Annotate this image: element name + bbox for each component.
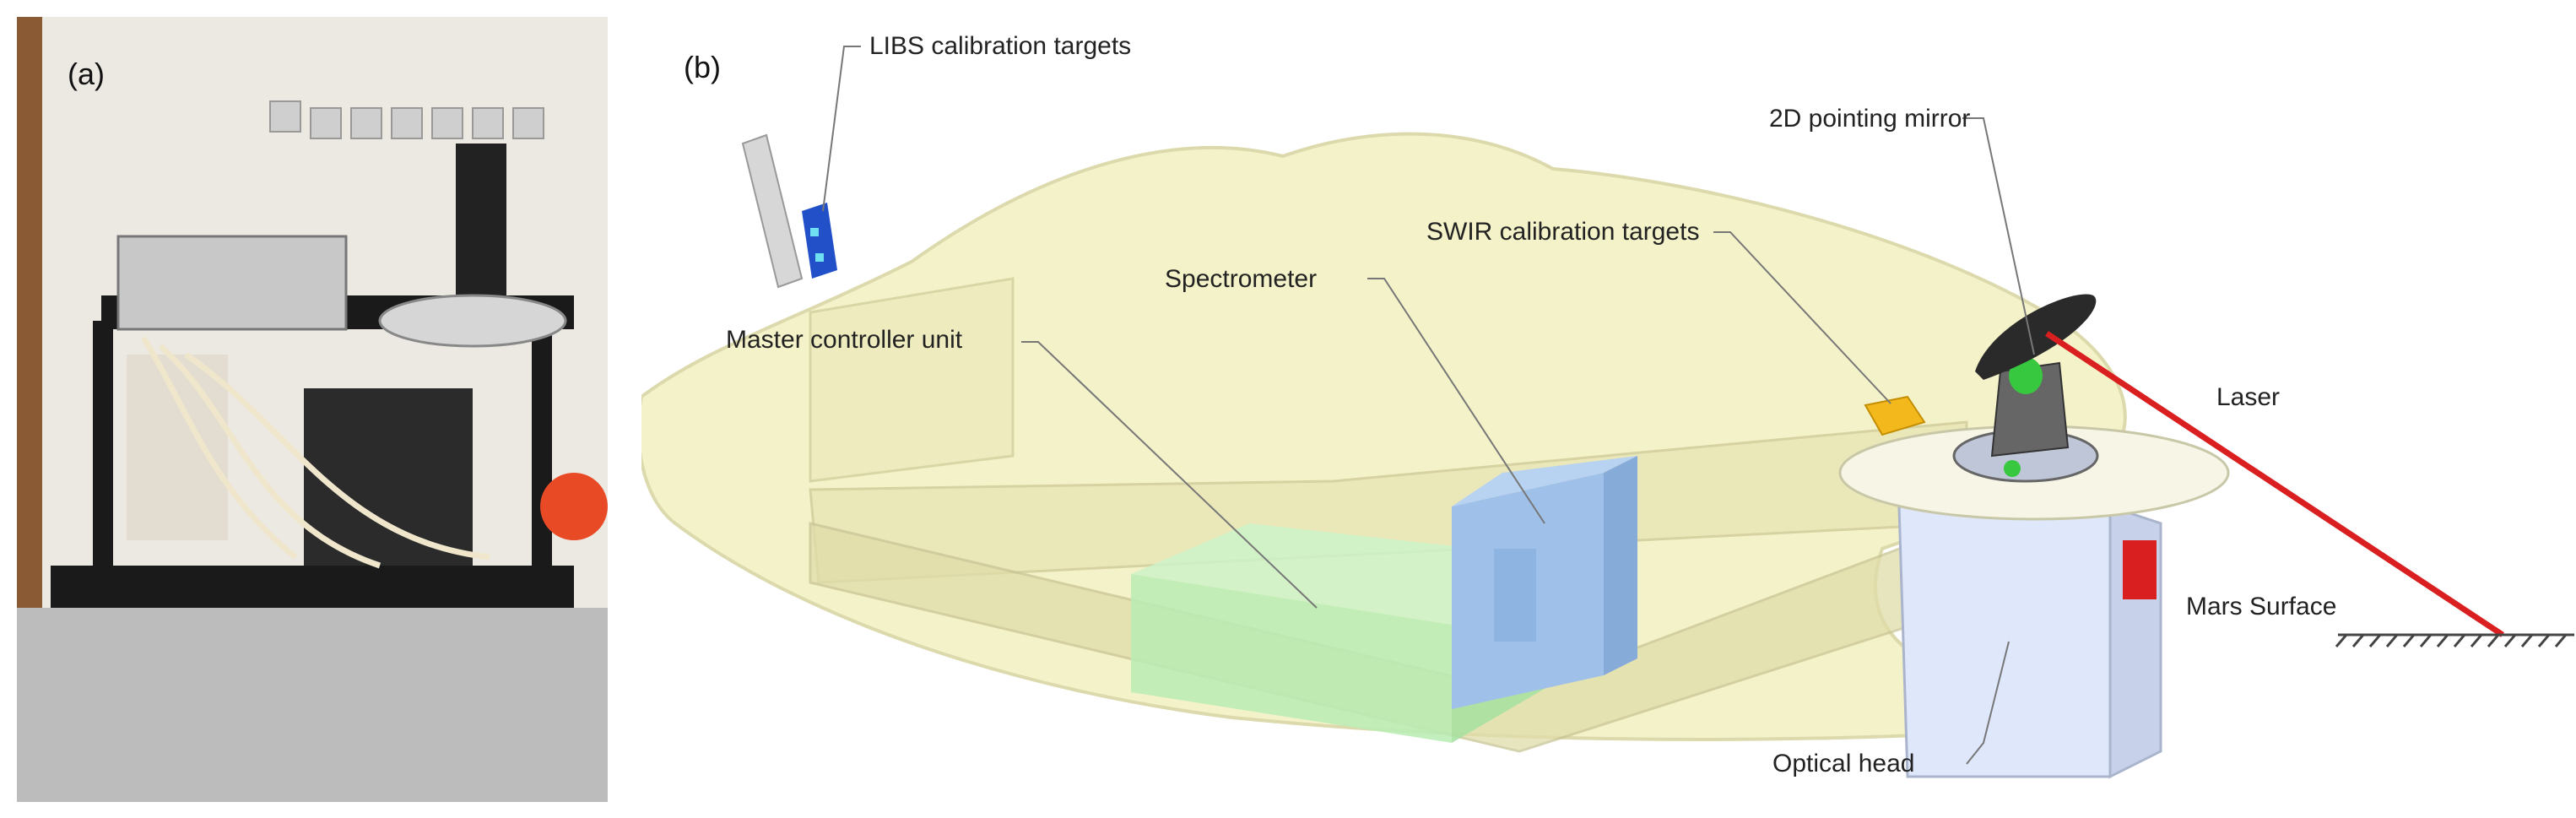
photo-mirror-mount <box>456 144 506 312</box>
housing-box-left <box>809 277 1015 483</box>
leader-master-controller <box>1021 341 1318 609</box>
leader-optical-head <box>1966 641 2010 765</box>
photo-spectrometer-box <box>304 388 473 566</box>
master-controller-unit <box>1131 523 1553 743</box>
optical-head <box>1838 425 2230 779</box>
label-swir-calibration-targets: SWIR calibration targets <box>1426 218 1699 246</box>
wall-switches <box>269 100 544 139</box>
photo-table <box>17 608 608 802</box>
photo-frame-leg-left <box>93 321 113 574</box>
spectrometer-unit <box>1452 456 1637 709</box>
label-spectrometer: Spectrometer <box>1165 265 1317 293</box>
photo-cables <box>141 336 490 569</box>
swir-calibration-target <box>1864 395 1926 436</box>
panel-label-b: (b) <box>684 50 721 84</box>
photo-frame-leg-right <box>532 321 552 574</box>
photo-controller-box <box>116 235 348 331</box>
photo-frame-base <box>51 566 574 608</box>
leader-swir <box>1713 231 1891 404</box>
leader-spectrometer <box>1367 278 1545 524</box>
mars-surface-ground <box>2335 633 2574 647</box>
photo-internal-panel <box>127 355 228 540</box>
pointing-mirror <box>1975 294 2097 458</box>
label-libs-calibration-targets: LIBS calibration targets <box>869 32 1131 60</box>
label-optical-head: Optical head <box>1772 750 1914 777</box>
label-mars-surface: Mars Surface <box>2186 593 2336 620</box>
panel-label-a: (a) <box>68 57 105 91</box>
leader-libs <box>822 46 861 212</box>
prototype-photo: (a) <box>17 17 608 802</box>
label-master-controller-unit: Master controller unit <box>726 326 963 354</box>
label-2d-pointing-mirror: 2D pointing mirror <box>1769 105 1970 133</box>
libs-calibration-targets <box>741 133 837 289</box>
photo-optical-head-base <box>378 294 567 348</box>
label-laser: Laser <box>2216 383 2280 411</box>
instrument-schematic: (b) <box>641 32 2574 779</box>
laser-beam <box>2045 331 2504 637</box>
photo-orange-bag <box>540 473 608 540</box>
leader-mirror <box>1962 117 2035 355</box>
